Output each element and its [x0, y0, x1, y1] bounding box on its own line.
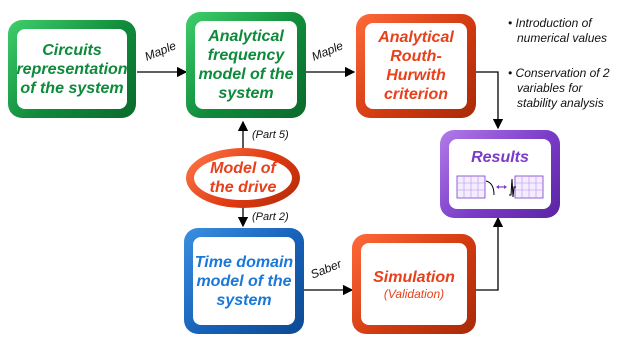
- arrow-routh-to-results: [476, 71, 504, 130]
- analytical-frequency-model-box: Analytical frequency model of the system: [186, 12, 306, 118]
- analytical-freq-line-2: frequency: [207, 47, 285, 64]
- note-1-bullet: •: [508, 16, 513, 30]
- time-domain-model-box: Time domain model of the system: [184, 228, 304, 334]
- note-1-line-2: numerical values: [517, 31, 608, 45]
- results-graphs-icon: [456, 175, 544, 198]
- analytical-freq-line-1: Analytical: [208, 28, 284, 45]
- part5-label: (Part 5): [252, 129, 289, 141]
- time-domain-line-2: model of the: [196, 272, 292, 290]
- results-box: Results: [440, 130, 560, 218]
- routh-line-3: Hurwith: [386, 67, 446, 84]
- routh-hurwith-box: Analytical Routh- Hurwith criterion: [356, 14, 476, 118]
- note-2-line-3: stability analysis: [517, 96, 604, 110]
- circuits-line-2: representation: [16, 60, 128, 78]
- note-stability-variables: • Conservation of 2 variables for stabil…: [508, 66, 610, 111]
- circuits-line-3: of the system: [20, 79, 124, 97]
- note-2-line-2: variables for: [517, 81, 583, 95]
- simulation-title: Simulation: [373, 268, 455, 286]
- note-2-bullet: •: [508, 66, 513, 80]
- model-of-drive-oval: Model of the drive: [186, 148, 300, 208]
- analytical-freq-line-3: model of the: [198, 66, 294, 83]
- part2-label: (Part 2): [252, 211, 289, 223]
- time-domain-line-3: system: [216, 291, 272, 309]
- note-numerical-values: • Introduction of numerical values: [508, 16, 607, 46]
- routh-line-4: criterion: [383, 86, 448, 103]
- circuits-line-1: Circuits: [42, 41, 102, 59]
- simulation-subtitle: (Validation): [383, 286, 445, 301]
- drive-line-2: the drive: [209, 179, 277, 196]
- analytical-freq-line-4: system: [218, 85, 274, 102]
- note-2-line-1: Conservation of 2: [515, 66, 610, 80]
- results-title: Results: [471, 148, 529, 166]
- routh-line-1: Analytical: [378, 29, 454, 46]
- routh-line-2: Routh-: [390, 48, 442, 65]
- note-1-line-1: Introduction of: [515, 16, 592, 30]
- simulation-box: Simulation (Validation): [352, 234, 476, 334]
- drive-line-1: Model of: [210, 160, 276, 177]
- time-domain-line-1: Time domain: [194, 253, 294, 271]
- arrow-simulation-to-results: [476, 216, 504, 291]
- circuits-representation-box: Circuits representation of the system: [8, 20, 136, 118]
